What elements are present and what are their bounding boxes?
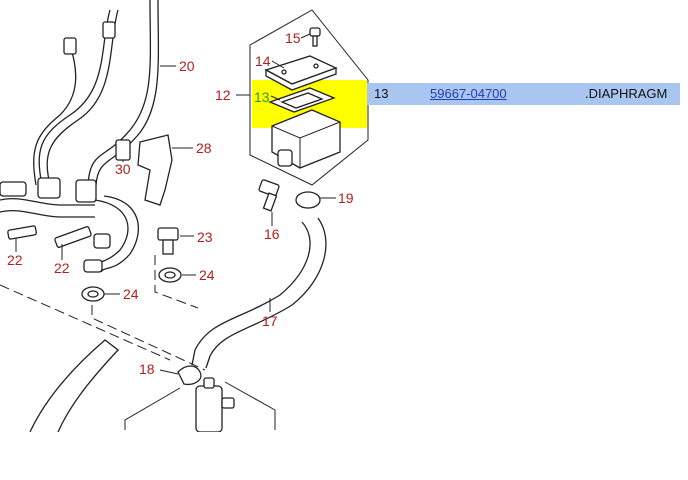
bolt bbox=[115, 139, 131, 161]
hose-clamp bbox=[0, 181, 27, 197]
lower-housing bbox=[124, 387, 181, 430]
brake-pipe bbox=[87, 0, 152, 186]
callout-28[interactable]: 28 bbox=[196, 140, 212, 156]
callout-15[interactable]: 15 bbox=[285, 30, 301, 46]
lower-hose bbox=[29, 339, 119, 432]
hose bbox=[0, 210, 95, 218]
callout-22b[interactable]: 22 bbox=[54, 260, 70, 276]
leader-14 bbox=[271, 60, 285, 69]
pipe-fitting bbox=[63, 37, 77, 55]
bolt bbox=[7, 225, 37, 240]
joint-block bbox=[75, 179, 97, 203]
parts-list-row[interactable]: 13 59667-04700 .DIAPHRAGM bbox=[367, 83, 680, 105]
hose-clamp bbox=[83, 259, 103, 273]
screw-shank bbox=[312, 35, 318, 47]
brake-pipe bbox=[38, 9, 111, 186]
callout-24a[interactable]: 24 bbox=[199, 267, 215, 283]
callout-23[interactable]: 23 bbox=[197, 229, 213, 245]
callout-30[interactable]: 30 bbox=[115, 161, 131, 177]
washer-hole bbox=[87, 290, 99, 298]
leader-13 bbox=[270, 95, 281, 101]
master-cylinder bbox=[195, 385, 223, 432]
hose-clamp bbox=[295, 191, 321, 209]
inlet-nipple bbox=[203, 377, 215, 389]
brake-pipe bbox=[33, 44, 77, 186]
callout-19[interactable]: 19 bbox=[338, 190, 354, 206]
hose-clamp bbox=[177, 365, 202, 386]
brake-pipe bbox=[46, 9, 119, 186]
callout-22a[interactable]: 22 bbox=[7, 252, 23, 268]
diaphragm-inner bbox=[280, 92, 324, 109]
parts-diagram: 12 13 14 15 16 17 18 19 20 22 22 23 24 2… bbox=[0, 0, 369, 432]
callout-20[interactable]: 20 bbox=[179, 58, 195, 74]
callout-17[interactable]: 17 bbox=[262, 313, 278, 329]
cap-screw-hole bbox=[313, 63, 319, 69]
group-box bbox=[249, 9, 369, 186]
callout-12[interactable]: 12 bbox=[215, 87, 231, 103]
callout-13[interactable]: 13 bbox=[254, 89, 270, 105]
lower-housing bbox=[224, 381, 276, 430]
leader-18 bbox=[159, 369, 179, 375]
frame-dashed-line bbox=[91, 305, 206, 371]
frame-dashed-line bbox=[154, 255, 199, 309]
hose-clamp bbox=[93, 233, 111, 249]
callout-24b[interactable]: 24 bbox=[123, 286, 139, 302]
leader-15 bbox=[300, 33, 311, 39]
bolt-head bbox=[258, 179, 280, 197]
row-ref-number: 13 bbox=[374, 86, 389, 101]
reservoir-edge bbox=[271, 121, 341, 168]
bolt-head bbox=[157, 227, 179, 241]
reservoir-outlet bbox=[277, 149, 293, 167]
cap-screw-hole bbox=[281, 69, 287, 75]
part-number-link[interactable]: 59667-04700 bbox=[430, 86, 507, 101]
banjo-fitting bbox=[221, 397, 235, 409]
pipe-fitting bbox=[102, 21, 116, 39]
mounting-bracket bbox=[137, 134, 173, 206]
reservoir-hose bbox=[205, 217, 327, 369]
bolt-shank bbox=[262, 192, 278, 212]
bolt-shank bbox=[162, 239, 174, 255]
washer-hole bbox=[164, 271, 176, 279]
bolt bbox=[54, 226, 92, 248]
frame-dashed-line bbox=[0, 284, 171, 361]
hose bbox=[0, 198, 95, 206]
callout-18[interactable]: 18 bbox=[139, 361, 155, 377]
reservoir-cap-side bbox=[265, 67, 337, 91]
callout-16[interactable]: 16 bbox=[264, 226, 280, 242]
part-description: .DIAPHRAGM bbox=[585, 86, 668, 101]
callout-14[interactable]: 14 bbox=[255, 53, 271, 69]
reservoir-hose bbox=[191, 221, 311, 366]
screw bbox=[309, 27, 321, 37]
hose bbox=[100, 195, 139, 273]
brake-pipe bbox=[95, 0, 160, 186]
joint-block bbox=[37, 177, 61, 199]
